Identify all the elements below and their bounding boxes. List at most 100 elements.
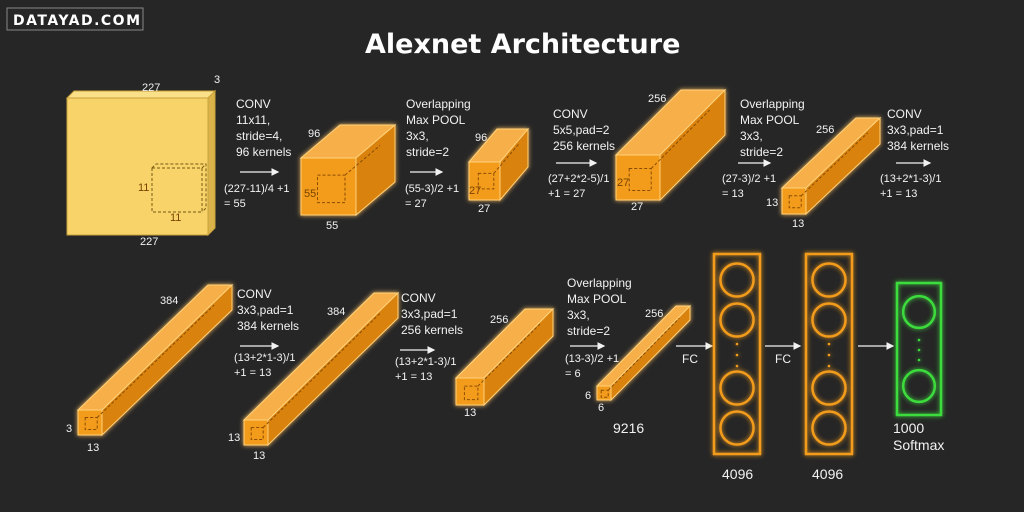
dim-label: 13 — [792, 218, 804, 230]
feature-volume — [242, 291, 400, 447]
operation-label: Overlapping — [406, 97, 471, 111]
ellipsis-dot — [917, 348, 921, 352]
neuron-icon — [901, 294, 937, 330]
operation-label: stride=2 — [406, 145, 449, 159]
dim-label: 256 — [490, 314, 508, 326]
dim-label: 6 — [598, 402, 604, 414]
operation-label: 3x3, — [567, 308, 590, 322]
operation-label: 11x11, — [236, 113, 270, 127]
dim-label: 13 — [253, 450, 265, 462]
volume-side-face — [101, 283, 233, 437]
output-size-formula: (13+2*1-3)/1 — [395, 356, 456, 368]
volume-front-face — [455, 377, 485, 406]
operation-label: CONV — [236, 97, 271, 111]
operation-label: Max POOL — [406, 113, 466, 127]
volume-side-face — [207, 89, 216, 237]
operation-label: CONV — [237, 287, 272, 301]
fc-label: FC — [682, 352, 698, 366]
neuron-icon — [719, 370, 755, 406]
output-size-formula: (13-3)/2 +1 — [565, 353, 619, 365]
dim-label: 13 — [464, 407, 476, 419]
operation-label: 3x3, — [740, 129, 763, 143]
feature-volume — [467, 127, 530, 202]
dim-label: 13 — [87, 442, 99, 454]
kernel-window — [600, 317, 680, 398]
layer-box — [895, 281, 943, 417]
diagram-title: Alexnet Architecture — [365, 29, 680, 60]
dim-label: 3 — [66, 423, 72, 435]
kernel-window — [151, 163, 207, 213]
neuron-icon — [719, 410, 755, 446]
ellipsis-dot — [917, 338, 921, 342]
operation-label: 3x3,pad=1 — [237, 303, 294, 317]
operation-label: 384 kernels — [887, 139, 949, 153]
dim-label: 27 — [617, 177, 629, 189]
ellipsis-dot — [827, 342, 831, 346]
volume-front-face — [596, 385, 612, 401]
volume-side-face — [610, 304, 691, 402]
output-size-formula: = 13 — [722, 188, 744, 200]
kernel-label: 11 — [170, 212, 181, 224]
output-size-formula: = 55 — [224, 198, 246, 210]
operation-label: 96 kernels — [236, 145, 291, 159]
dim-label: 384 — [160, 295, 178, 307]
output-size-formula: (13+2*1-3)/1 — [234, 352, 295, 364]
dim-label: 256 — [645, 308, 663, 320]
fc-size-label: 4096 — [812, 466, 843, 482]
dim-label: 96 — [475, 132, 487, 144]
dim-label: 256 — [816, 124, 834, 136]
dim-label: 27 — [478, 203, 490, 215]
operation-label: CONV — [401, 291, 436, 305]
operation-6: CONV 3x3,pad=1 384 kernels (13+2*1-3)/1 +1 =… — [234, 287, 299, 379]
feature-volume — [780, 116, 882, 216]
volume-front-face — [77, 409, 103, 436]
dim-label: 96 — [308, 128, 320, 140]
feature-volume — [454, 307, 555, 407]
output-size-formula: +1 = 13 — [234, 367, 271, 379]
operation-label: 3x3,pad=1 — [887, 123, 944, 137]
fc-label: FC — [775, 352, 791, 366]
dim-label: 3 — [214, 74, 220, 86]
output-size-formula: +1 = 13 — [880, 188, 917, 200]
ellipsis-dot — [735, 364, 739, 368]
kernel-label: 11 — [138, 182, 149, 194]
output-size-formula: +1 = 27 — [548, 188, 585, 200]
operation-label: 3x3,pad=1 — [401, 307, 458, 321]
neuron-icon — [811, 302, 847, 338]
input-volume — [65, 89, 217, 237]
dim-label: 13 — [766, 197, 778, 209]
output-size-formula: (27+2*2-5)/1 — [548, 173, 609, 185]
dim-label: 13 — [228, 432, 240, 444]
operation-label: 384 kernels — [237, 319, 299, 333]
operation-label: Overlapping — [740, 97, 805, 111]
dim-label: 227 — [142, 82, 160, 94]
operation-label: stride=2 — [740, 145, 783, 159]
operation-label: CONV — [887, 107, 922, 121]
dim-label: 384 — [327, 306, 345, 318]
volume-front-face — [615, 154, 661, 201]
neuron-icon — [719, 302, 755, 338]
feature-volume — [76, 283, 234, 437]
operation-label: stride=4, — [236, 129, 282, 143]
softmax-layer — [895, 281, 943, 417]
kernel-window — [250, 312, 381, 440]
layer-box — [804, 252, 854, 456]
dim-label: 27 — [469, 185, 481, 197]
kernel-window — [317, 145, 381, 204]
ellipsis-dot — [735, 353, 739, 357]
operation-label: CONV — [553, 107, 588, 121]
dim-label: 227 — [140, 236, 158, 248]
output-size-formula: (227-11)/4 +1 — [224, 183, 290, 195]
output-size-formula: (55-3)/2 +1 — [405, 183, 459, 195]
watermark-text: DATAYAD.COM — [13, 13, 142, 29]
output-softmax-label: Softmax — [893, 437, 944, 453]
kernel-window — [84, 304, 215, 430]
neuron-icon — [719, 262, 755, 298]
ellipsis-dot — [827, 353, 831, 357]
